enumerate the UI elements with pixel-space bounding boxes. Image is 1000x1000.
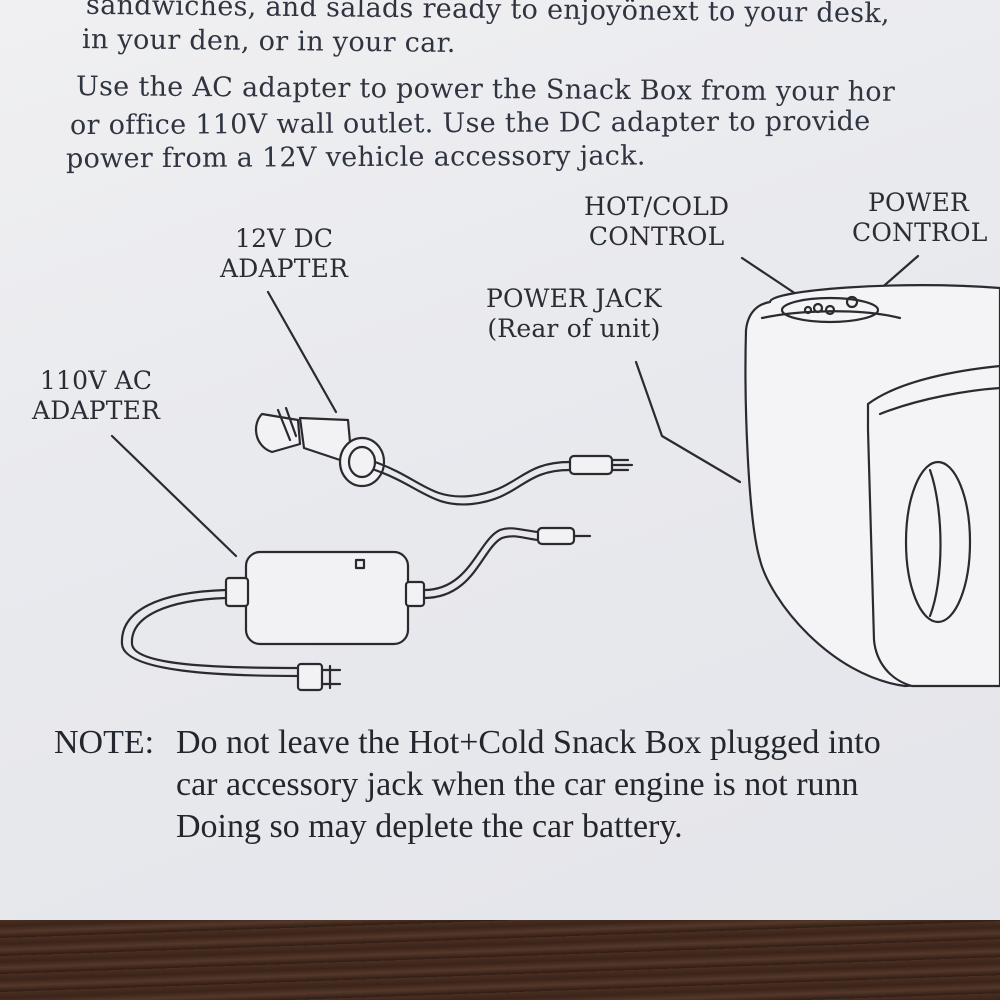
note-line-2: car accessory jack when the car engine i…: [176, 766, 859, 803]
note-block: NOTE: Do not leave the Hot+Cold Snack Bo…: [54, 722, 881, 848]
ac-input-cable: [120, 588, 302, 678]
instruction-sheet: sandwiches, and salads ready to enjoyöne…: [0, 0, 1000, 925]
dc-cable-inner: [373, 468, 572, 506]
ac-adapter-led: [354, 558, 366, 570]
ac-output-cable: [422, 527, 540, 592]
note-line-3: Doing so may deplete the car battery.: [176, 808, 683, 845]
label-power-jack: POWER JACK (Rear of unit): [486, 284, 662, 343]
snack-box-icon: [744, 284, 1000, 688]
note-line-1: Do not leave the Hot+Cold Snack Box plug…: [176, 724, 881, 761]
dc-adapter-leader: [266, 290, 338, 414]
snack-box-door: [866, 364, 1000, 688]
wooden-table-surface: [0, 920, 1000, 1000]
label-110v-ac-adapter: 110V AC ADAPTER: [32, 366, 161, 425]
dc-cable: [373, 460, 572, 498]
note-prefix: NOTE:: [54, 724, 155, 761]
ac-barrel-icon: [536, 526, 592, 546]
label-12v-dc-adapter: 12V DC ADAPTER: [220, 224, 349, 283]
dc-plug-icon: [254, 406, 386, 488]
ac-input-cable-inner: [130, 596, 302, 670]
door-handle-icon: [904, 460, 972, 624]
power-jack-leader: [634, 360, 742, 484]
dc-barrel-icon: [568, 454, 634, 476]
ac-wall-plug-icon: [296, 662, 342, 692]
label-power-control: POWER CONTROL: [852, 188, 988, 247]
label-hot-cold-control: HOT/COLD CONTROL: [584, 192, 730, 251]
ac-output-cable-inner: [422, 535, 540, 600]
adapter-diagram: [110, 254, 1000, 692]
ac-adapter-brick: [244, 550, 410, 646]
ac-adapter-leader: [110, 434, 238, 558]
